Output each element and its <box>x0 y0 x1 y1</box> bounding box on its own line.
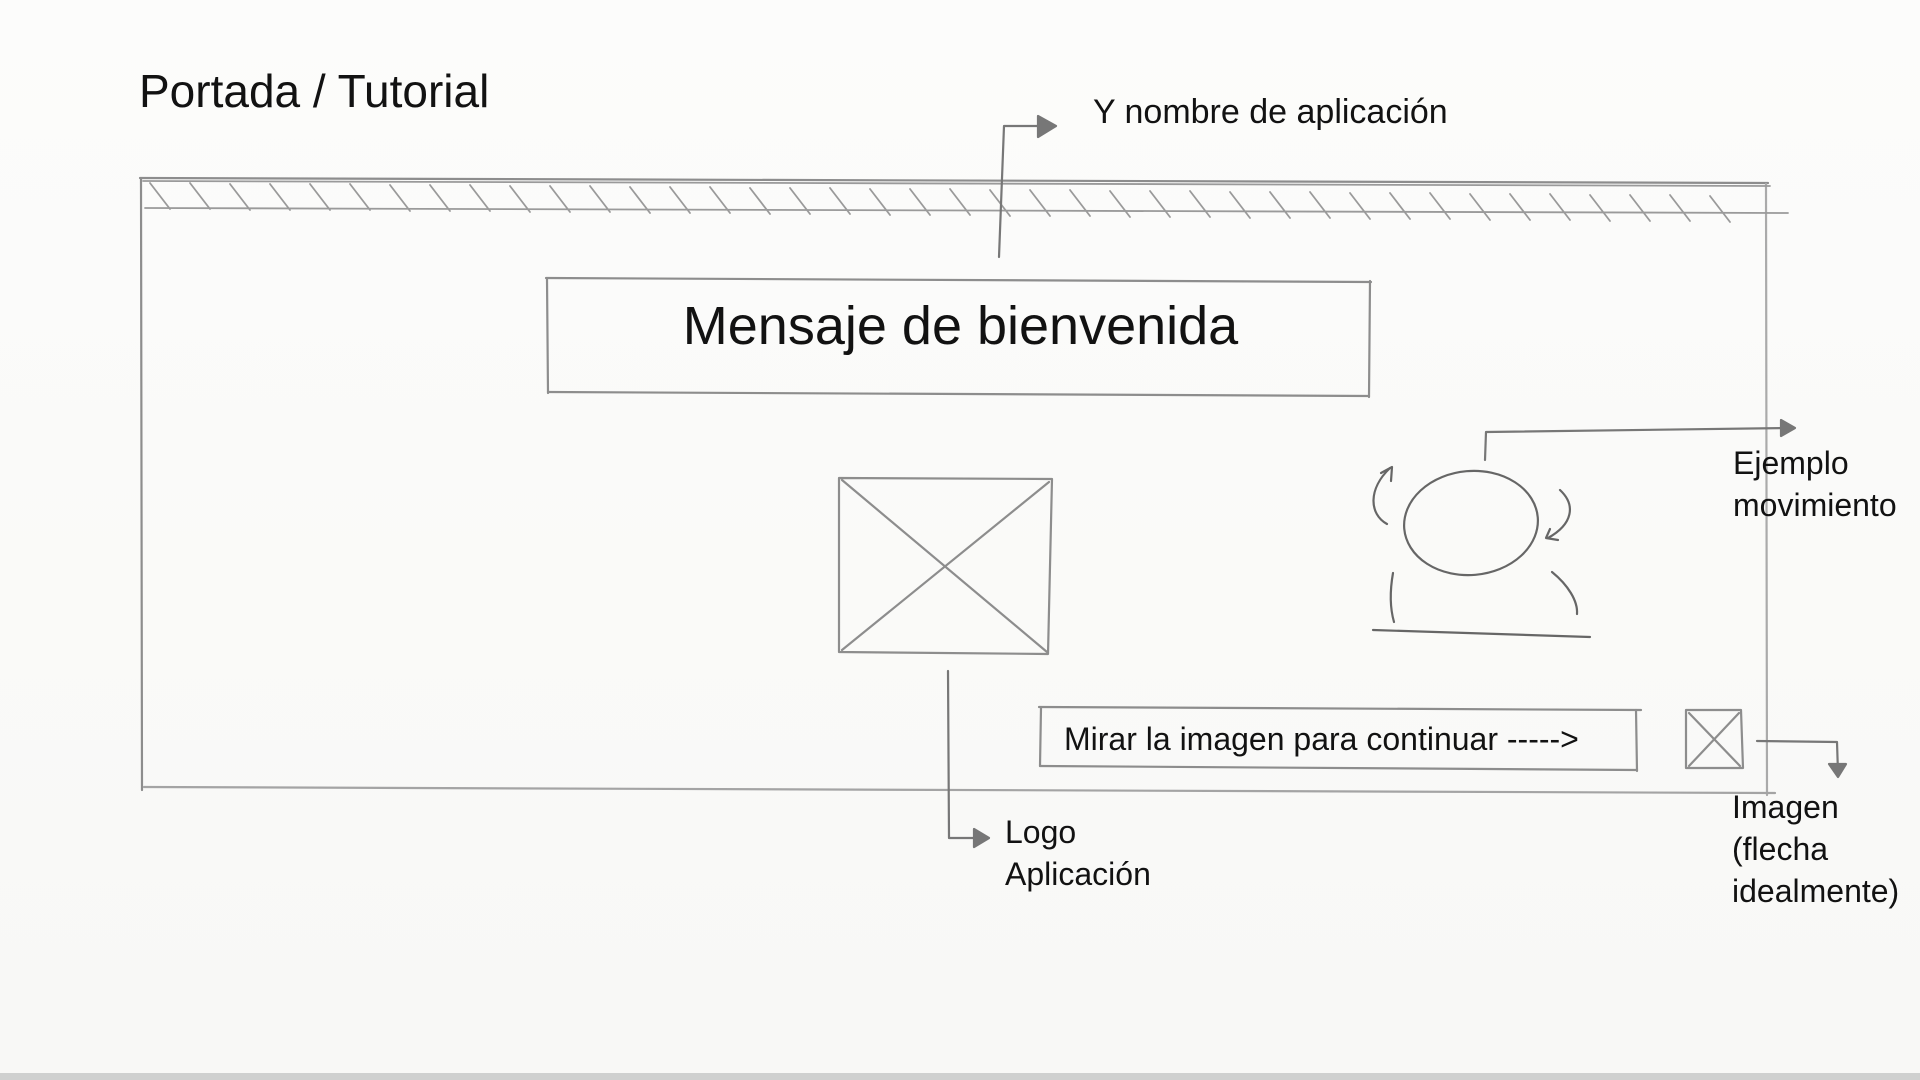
movement-example-sketch <box>1371 465 1592 639</box>
arrow-image-line-3: idealmente) <box>1732 873 1900 909</box>
continue-prompt-text: Mirar la imagen para continuar -----> <box>1064 721 1579 757</box>
page-title: Portada / Tutorial <box>139 65 490 117</box>
arrow-image-pointer <box>1755 739 1848 779</box>
hatched-title-bar <box>142 180 1789 223</box>
app-name-annotation: Y nombre de aplicación <box>1093 93 1448 131</box>
arrow-image-line-2: (flecha <box>1732 831 1829 867</box>
welcome-message-box <box>544 276 1373 399</box>
app-name-pointer <box>997 114 1058 259</box>
movement-example-line-2: movimiento <box>1733 487 1897 523</box>
app-logo-line-1: Logo <box>1005 814 1077 850</box>
paper-bottom-edge <box>0 1073 1920 1080</box>
app-logo-line-2: Aplicación <box>1005 856 1151 892</box>
welcome-message-text: Mensaje de bienvenida <box>682 296 1239 356</box>
arrow-image-annotation: Imagen (flecha idealmente) <box>1732 786 1899 912</box>
logo-pointer <box>946 669 991 849</box>
app-logo-annotation: Logo Aplicación <box>1005 811 1151 895</box>
movement-example-line-1: Ejemplo <box>1733 445 1849 481</box>
arrow-image-line-1: Imagen <box>1732 789 1839 825</box>
continue-prompt-box <box>1037 705 1643 773</box>
movement-pointer <box>1483 418 1797 462</box>
app-window-frame <box>138 176 1777 797</box>
app-logo-placeholder <box>837 476 1054 656</box>
arrow-image-placeholder <box>1684 708 1745 770</box>
movement-example-annotation: Ejemplo movimiento <box>1733 442 1897 526</box>
